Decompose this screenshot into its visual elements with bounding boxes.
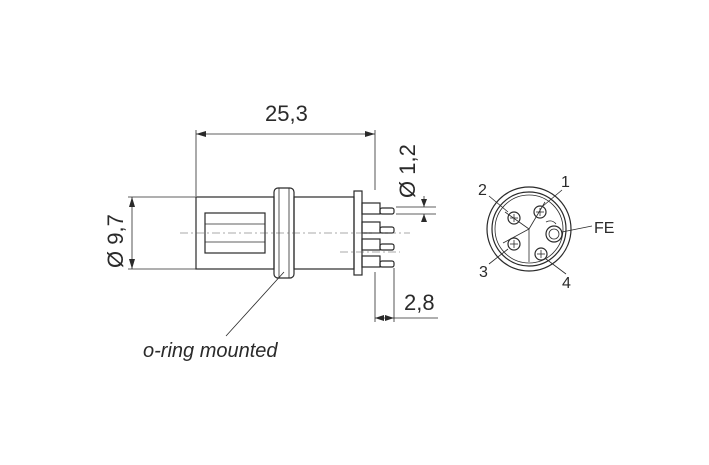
pin-4-contact: [534, 247, 548, 261]
connector-side-view: [180, 187, 410, 279]
dimension-pin-diameter-label: Ø 1,2: [395, 144, 420, 198]
dimension-flange-label: 2,8: [404, 290, 435, 315]
dimension-body-diameter: Ø 9,7: [103, 196, 196, 270]
dimension-pin-diameter: Ø 1,2: [395, 144, 436, 222]
dimension-body-diameter-label: Ø 9,7: [103, 214, 128, 268]
pin-3-contact: [507, 237, 521, 251]
o-ring-callout: o-ring mounted: [143, 271, 285, 362]
pin-2-contact: [507, 211, 521, 225]
connector-front-view: 1 2 3 4 FE: [478, 174, 614, 292]
pin-3-label: 3: [479, 264, 488, 281]
pin-1-label: 1: [561, 174, 570, 191]
o-ring-note: o-ring mounted: [143, 340, 278, 362]
dimension-length: 25,3: [195, 101, 376, 196]
fe-contact: [545, 225, 563, 243]
fe-label: FE: [594, 220, 614, 237]
dimension-flange: 2,8: [374, 268, 438, 322]
pin-1-contact: [533, 205, 547, 219]
dimension-length-label: 25,3: [265, 101, 308, 126]
pin-2-label: 2: [478, 182, 487, 199]
pin-4-label: 4: [562, 275, 571, 292]
